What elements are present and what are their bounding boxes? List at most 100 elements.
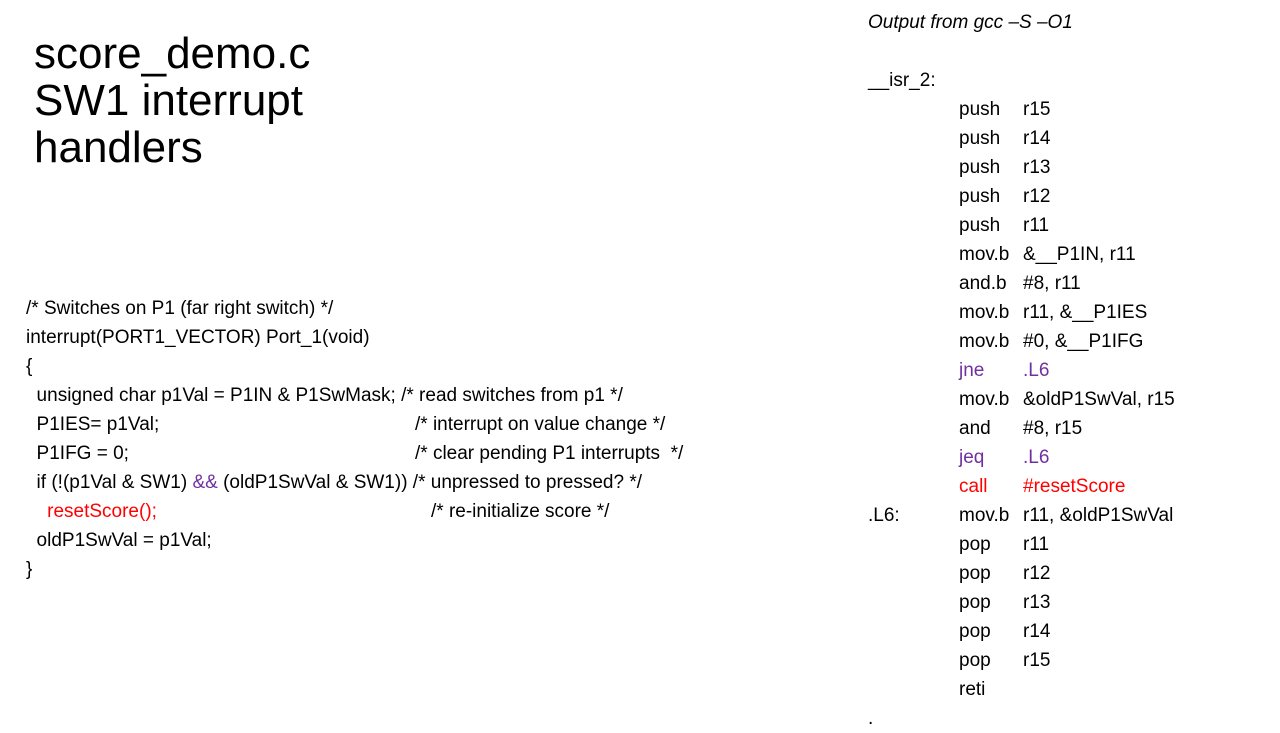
asm-arg-jne: .L6 <box>1023 360 1050 381</box>
asm-row: push r12 <box>868 182 1278 211</box>
asm-op-call: call <box>959 476 988 497</box>
asm-row: pop r11 <box>868 530 1278 559</box>
asm-op-jeq: jeq <box>959 447 985 468</box>
code-text: } <box>26 559 33 580</box>
code-comment: /* interrupt on value change */ <box>415 414 666 435</box>
code-text: P1IFG = 0; <box>26 443 129 464</box>
asm-arg: r12 <box>1023 563 1051 584</box>
logical-and-operator: && <box>192 472 218 493</box>
code-line: P1IFG = 0; /* clear pending P1 interrupt… <box>26 439 826 468</box>
asm-arg: r13 <box>1023 592 1051 613</box>
code-line: resetScore(); /* re-initialize score */ <box>26 497 826 526</box>
asm-row: pop r14 <box>868 617 1278 646</box>
asm-op: mov.b <box>959 302 1010 323</box>
asm-op: push <box>959 215 1001 236</box>
asm-row: push r13 <box>868 153 1278 182</box>
code-line-7: if (!(p1Val & SW1) && (oldP1SwVal & SW1)… <box>26 468 642 497</box>
asm-row: call #resetScore <box>868 472 1278 501</box>
asm-op: mov.b <box>959 331 1010 352</box>
asm-arg: r14 <box>1023 128 1051 149</box>
asm-op: push <box>959 99 1001 120</box>
asm-arg: r15 <box>1023 99 1051 120</box>
asm-arg-jeq: .L6 <box>1023 447 1050 468</box>
asm-arg: r14 <box>1023 621 1051 642</box>
asm-op: push <box>959 157 1001 178</box>
asm-op: reti <box>959 679 986 700</box>
code-text: if (!(p1Val & SW1) <box>26 472 193 493</box>
asm-row: mov.b &oldP1SwVal, r15 <box>868 385 1278 414</box>
asm-arg: r11, &__P1IES <box>1023 302 1148 323</box>
code-line: oldP1SwVal = p1Val; <box>26 526 826 555</box>
title-line-1: score_demo.c <box>34 29 311 78</box>
asm-op: pop <box>959 621 991 642</box>
code-comment: /* clear pending P1 interrupts */ <box>415 443 684 464</box>
asm-row: . <box>868 704 1278 733</box>
asm-row: and #8, r15 <box>868 414 1278 443</box>
code-comment: /* Switches on P1 (far right switch) */ <box>26 298 334 319</box>
slide-title: score_demo.c SW1 interrupt handlers <box>34 30 454 171</box>
code-text: interrupt(PORT1_VECTOR) Port_1(void) <box>26 327 370 348</box>
asm-row: push r15 <box>868 95 1278 124</box>
assembly-listing: __isr_2: push r15 push r14 push r13 push… <box>868 66 1278 733</box>
asm-arg: #0, &__P1IFG <box>1023 331 1144 352</box>
asm-trailing-dot: . <box>868 708 874 729</box>
asm-arg: &__P1IN, r11 <box>1023 244 1136 265</box>
asm-op: push <box>959 186 1001 207</box>
asm-op: pop <box>959 563 991 584</box>
code-text: (oldP1SwVal & SW1)) /* unpressed to pres… <box>217 472 643 493</box>
asm-op: and.b <box>959 273 1007 294</box>
code-comment: /* re-initialize score */ <box>431 501 610 522</box>
asm-op: push <box>959 128 1001 149</box>
asm-arg: r12 <box>1023 186 1051 207</box>
asm-row: mov.b &__P1IN, r11 <box>868 240 1278 269</box>
asm-row: push r14 <box>868 124 1278 153</box>
code-text: P1IES= p1Val; <box>26 414 160 435</box>
code-line: } <box>26 555 826 584</box>
c-source-code: /* Switches on P1 (far right switch) */ … <box>26 294 826 584</box>
asm-arg: r11 <box>1023 215 1050 236</box>
asm-arg: #8, r15 <box>1023 418 1083 439</box>
asm-row: mov.b #0, &__P1IFG <box>868 327 1278 356</box>
asm-row: pop r15 <box>868 646 1278 675</box>
asm-row: .L6: mov.b r11, &oldP1SwVal <box>868 501 1278 530</box>
asm-op: mov.b <box>959 505 1010 526</box>
code-text: { <box>26 356 33 377</box>
code-text: unsigned char p1Val = P1IN & P1SwMask; /… <box>26 385 623 406</box>
reset-score-call: resetScore(); <box>26 501 157 522</box>
asm-row: reti <box>868 675 1278 704</box>
code-line: { <box>26 352 826 381</box>
asm-arg: r11, &oldP1SwVal <box>1023 505 1174 526</box>
asm-row: jeq .L6 <box>868 443 1278 472</box>
asm-op-jne: jne <box>959 360 985 381</box>
code-line: unsigned char p1Val = P1IN & P1SwMask; /… <box>26 381 826 410</box>
code-line: P1IES= p1Val; /* interrupt on value chan… <box>26 410 826 439</box>
asm-op: pop <box>959 592 991 613</box>
asm-label-l6: .L6: <box>868 505 900 526</box>
asm-row: push r11 <box>868 211 1278 240</box>
asm-arg: &oldP1SwVal, r15 <box>1023 389 1175 410</box>
asm-label-row: __isr_2: <box>868 66 1278 95</box>
asm-op: mov.b <box>959 389 1010 410</box>
code-line: interrupt(PORT1_VECTOR) Port_1(void) <box>26 323 826 352</box>
asm-row: pop r13 <box>868 588 1278 617</box>
asm-arg: r13 <box>1023 157 1051 178</box>
title-line-2: SW1 interrupt <box>34 76 303 125</box>
asm-row: mov.b r11, &__P1IES <box>868 298 1278 327</box>
asm-op: pop <box>959 534 991 555</box>
asm-label-isr: __isr_2: <box>868 70 936 91</box>
asm-op: mov.b <box>959 244 1010 265</box>
asm-arg: #8, r11 <box>1023 273 1081 294</box>
asm-op: and <box>959 418 991 439</box>
asm-heading: Output from gcc –S –O1 <box>868 12 1073 33</box>
asm-row: and.b #8, r11 <box>868 269 1278 298</box>
asm-row: jne .L6 <box>868 356 1278 385</box>
asm-op: pop <box>959 650 991 671</box>
code-line: if (!(p1Val & SW1) && (oldP1SwVal & SW1)… <box>26 468 826 497</box>
code-text: oldP1SwVal = p1Val; <box>26 530 212 551</box>
code-line: /* Switches on P1 (far right switch) */ <box>26 294 826 323</box>
asm-arg-call: #resetScore <box>1023 476 1126 497</box>
asm-row: pop r12 <box>868 559 1278 588</box>
title-line-3: handlers <box>34 123 203 172</box>
asm-arg: r15 <box>1023 650 1051 671</box>
asm-arg: r11 <box>1023 534 1050 555</box>
